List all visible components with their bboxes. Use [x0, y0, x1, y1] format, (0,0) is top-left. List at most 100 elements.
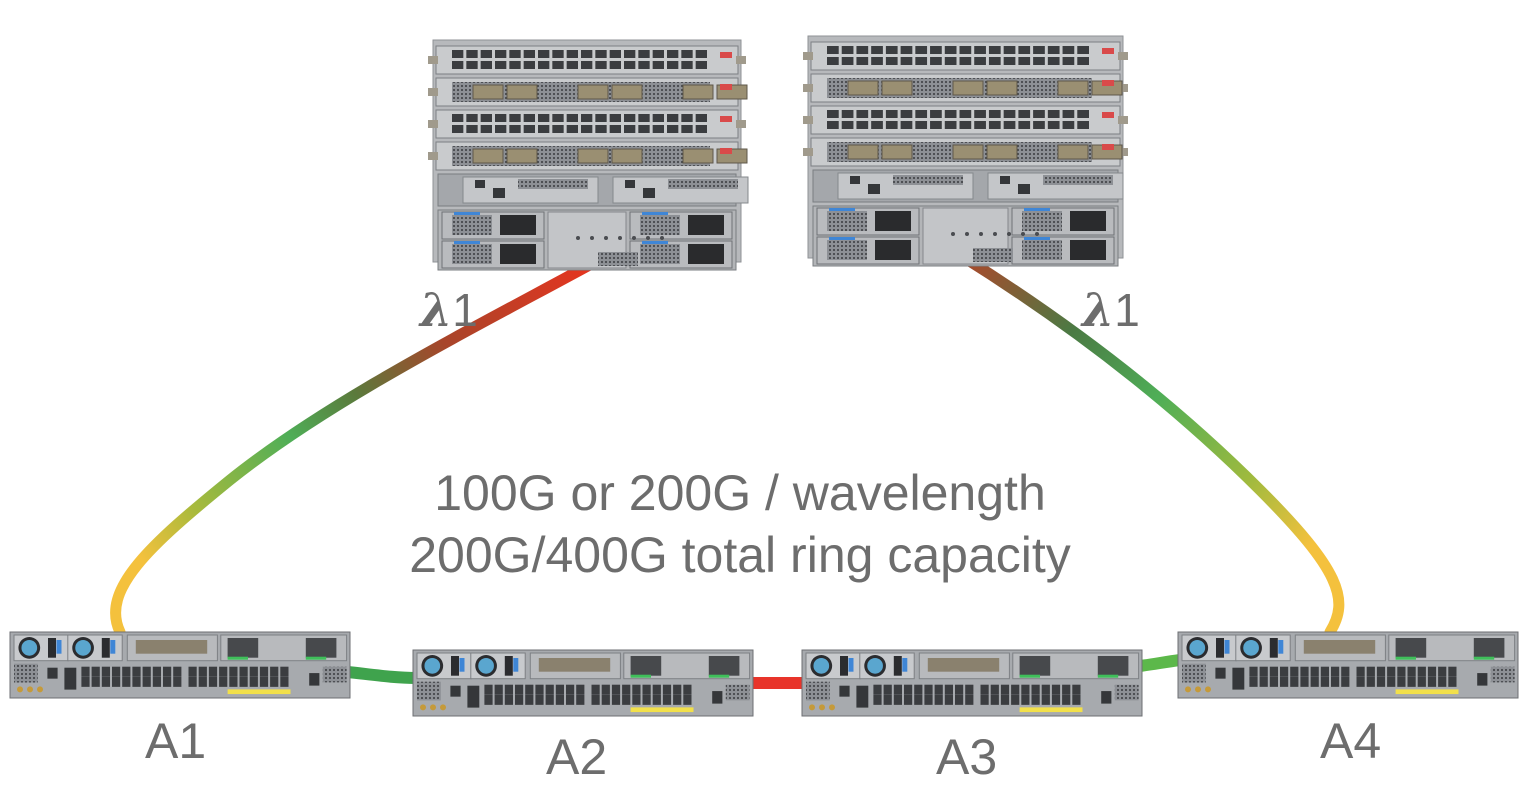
line-card [428, 77, 748, 107]
qsfp-cage [1395, 638, 1427, 658]
access-router-a1 [9, 631, 351, 699]
qsfp-port [930, 110, 942, 118]
sfp-port [924, 684, 933, 695]
qsfp-port [871, 57, 883, 65]
fiber-link-hub-right-to-a4 [954, 249, 1345, 638]
qsfp-port [523, 125, 535, 133]
sfp-port [132, 676, 141, 687]
sfp-port [893, 694, 902, 705]
ejector-handle [803, 52, 813, 60]
qsfp-port [827, 57, 839, 65]
sfp-port [632, 684, 641, 695]
ejector-handle [803, 148, 813, 156]
sfp-port [965, 694, 974, 705]
qsfp-port [959, 110, 972, 118]
power-inlet [1070, 240, 1106, 260]
qsfp-port [466, 114, 478, 122]
sfp-port [494, 694, 503, 705]
sfp-port [494, 684, 503, 695]
qsfp-port [480, 114, 492, 122]
qsfp-port [695, 61, 707, 69]
qsfp-port [538, 50, 550, 58]
qsfp-port [1018, 110, 1031, 118]
cfp-port [472, 148, 504, 164]
qsfp-port [1003, 121, 1016, 129]
sfp-port [1031, 694, 1040, 705]
qsfp-port [681, 114, 693, 122]
sfp-port [1269, 676, 1278, 687]
qsfp-port [1018, 46, 1031, 54]
rj45-port [1215, 667, 1226, 679]
sfp-port [611, 694, 621, 705]
qsfp-port [466, 50, 478, 58]
vent-mesh [827, 211, 867, 231]
qsfp-port [871, 121, 883, 129]
power-inlet [875, 240, 911, 260]
qsfp-port [466, 61, 478, 69]
mgmt-port [1000, 176, 1010, 184]
sfp-port [1041, 684, 1050, 695]
qsfp-port [638, 125, 650, 133]
fan-icon [813, 658, 830, 674]
sfp-port [904, 684, 913, 695]
fan-icon [478, 658, 494, 674]
port-label-green [1019, 674, 1040, 678]
node-label-a3: A3 [936, 729, 998, 785]
ejector-handle [803, 84, 813, 92]
psu-latch [829, 237, 855, 240]
sfp-port [1072, 684, 1081, 695]
qsfp-port [988, 110, 1001, 118]
sfp-port [934, 684, 943, 695]
connector-smb [430, 704, 436, 711]
devices-layer [9, 35, 1519, 717]
port-label-green [708, 674, 730, 678]
connector-smb [809, 704, 815, 711]
cfp-port [847, 80, 879, 96]
fan-icon [21, 640, 38, 656]
qsfp-port [509, 114, 521, 122]
sfp-port [883, 684, 892, 695]
rj45-port [467, 685, 480, 708]
qsfp-port [566, 114, 578, 122]
node-label-a1: A1 [145, 713, 207, 769]
qsfp-port [1003, 57, 1016, 65]
sfp-port [259, 676, 269, 687]
vent-mesh [452, 215, 492, 235]
connector-smb [829, 704, 835, 711]
line-card [803, 73, 1128, 103]
ejector-handle [1118, 148, 1128, 156]
power-inlet [1216, 638, 1224, 658]
sfp-port [1341, 676, 1350, 687]
qsfp-port [681, 61, 693, 69]
qsfp-port [495, 125, 507, 133]
sfp-port [535, 694, 544, 705]
sfp-port [188, 676, 197, 687]
cisco-logo [1102, 80, 1114, 86]
sfp-port [873, 694, 882, 705]
port-label-yellow [630, 707, 694, 713]
psu-latch [56, 640, 62, 654]
power-inlet [688, 244, 724, 264]
qsfp-port [538, 61, 550, 69]
qsfp-port [695, 50, 707, 58]
qsfp-port [509, 125, 521, 133]
cfp-cage [135, 640, 208, 654]
qsfp-port [959, 46, 972, 54]
vent-mesh [322, 666, 347, 683]
cisco-logo [720, 84, 732, 90]
fan-icon [424, 658, 441, 674]
qsfp-port [930, 57, 942, 65]
sfp-port [208, 676, 218, 687]
cisco-logo [1102, 144, 1114, 150]
qsfp-cage [227, 638, 259, 658]
qsfp-port [900, 46, 913, 54]
sfp-port [219, 676, 228, 687]
cfp-port [986, 144, 1018, 160]
qsfp-port [930, 46, 942, 54]
qsfp-port [856, 110, 869, 118]
sfp-port [965, 684, 974, 695]
connector-smb [1185, 686, 1191, 693]
sfp-port [1356, 676, 1365, 687]
sfp-port [515, 684, 524, 695]
